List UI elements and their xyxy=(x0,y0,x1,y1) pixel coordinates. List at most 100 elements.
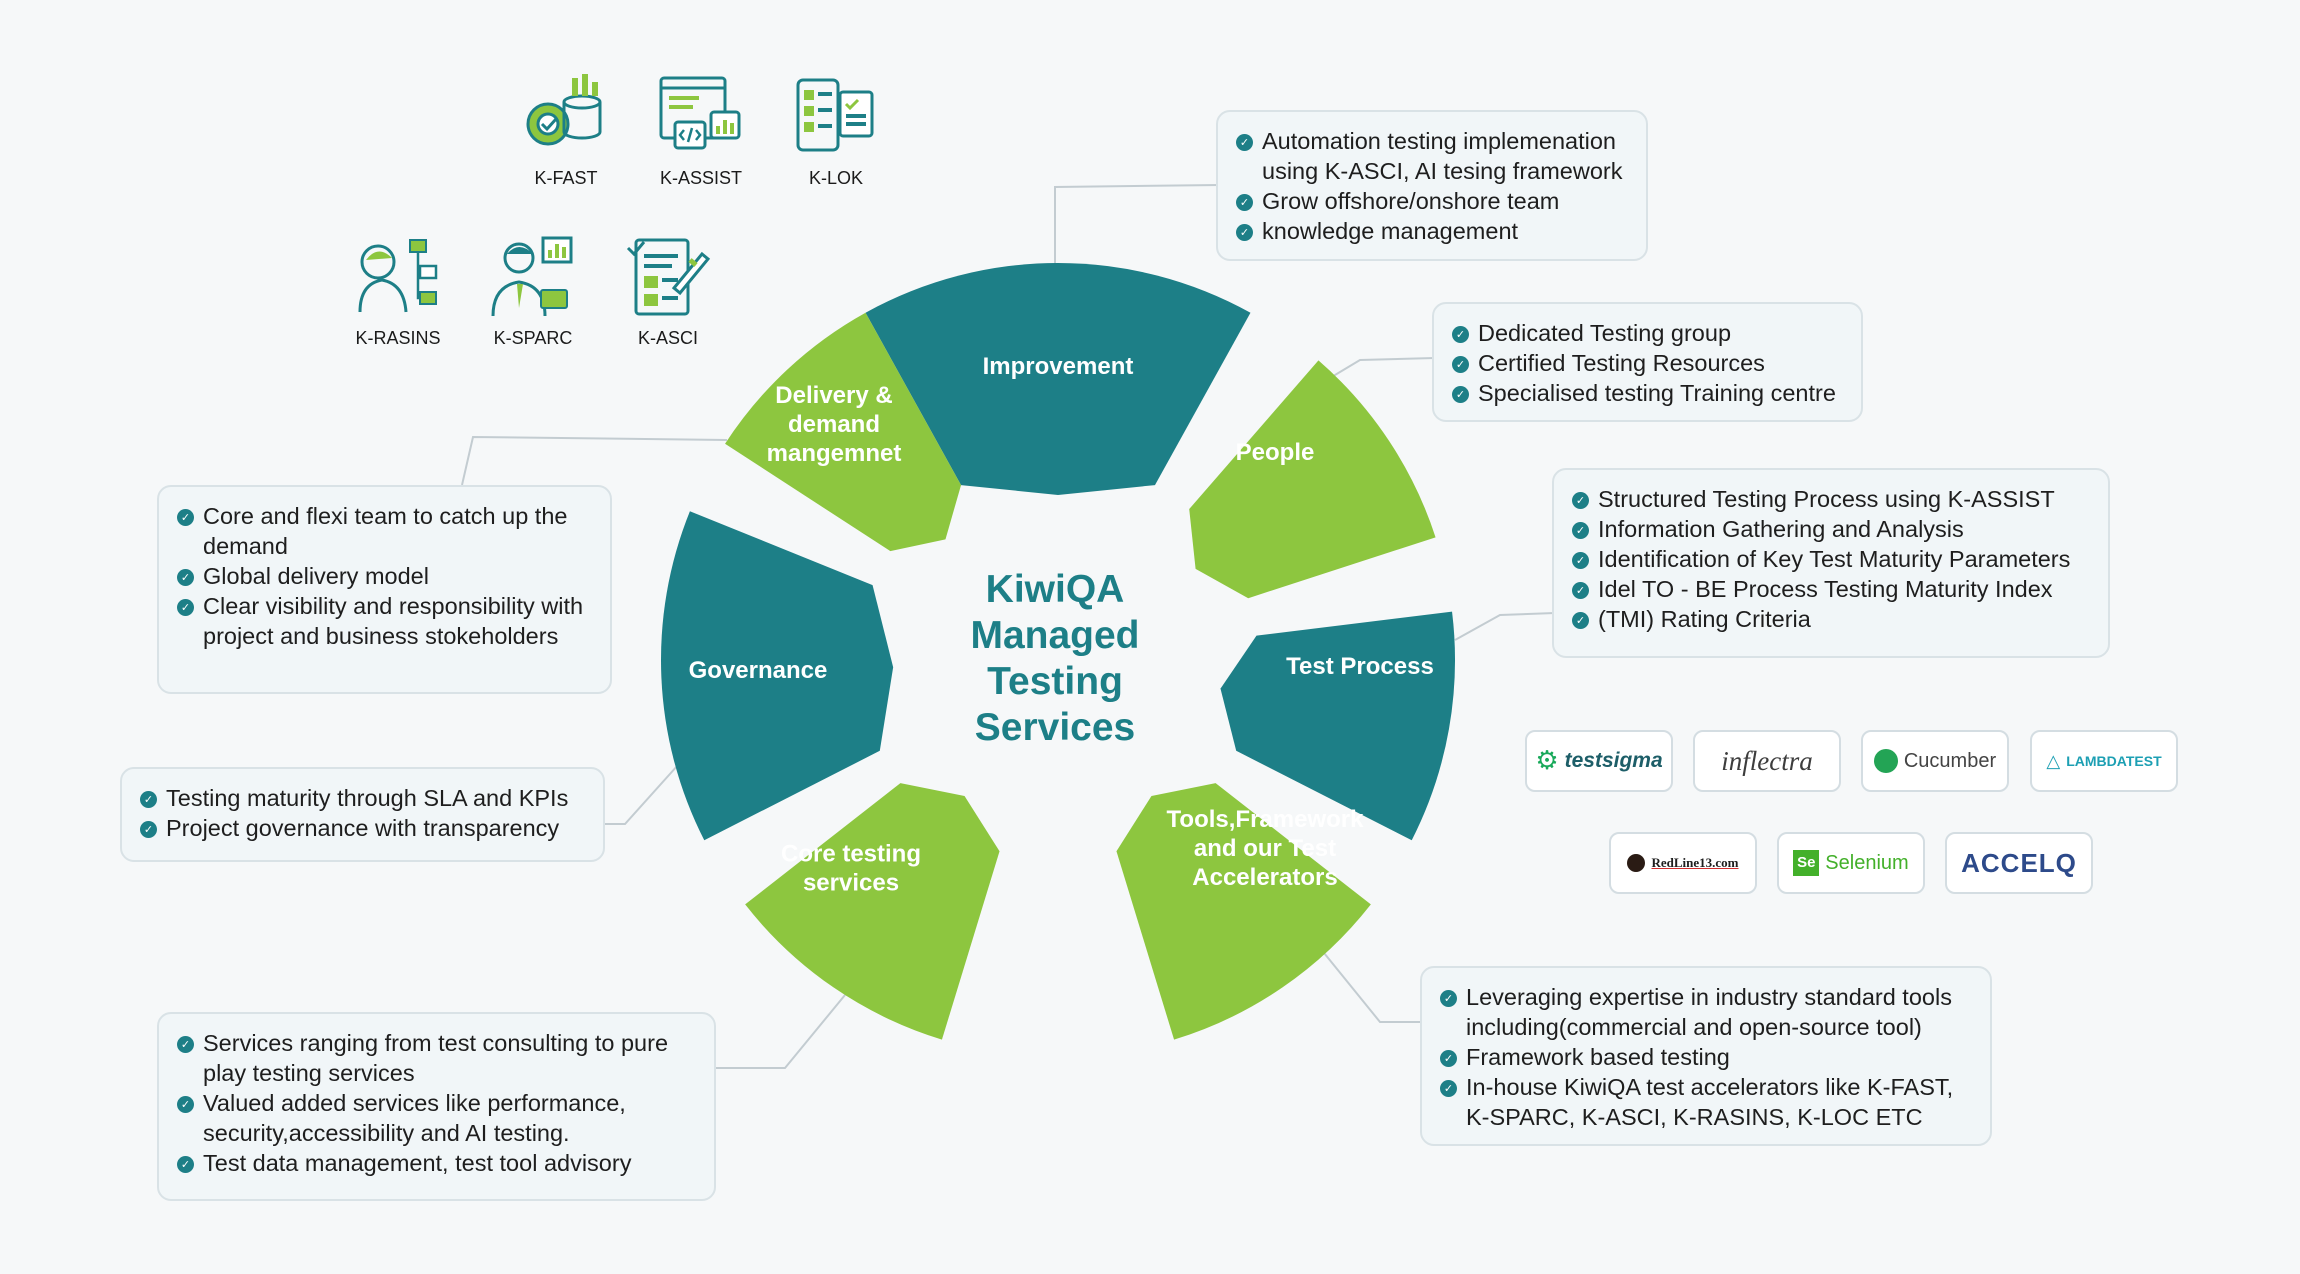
center-title-line-4: Services xyxy=(975,706,1135,749)
mobile-checklist-icon xyxy=(796,78,874,152)
segment-label-tools: Accelerators xyxy=(1192,864,1337,891)
lambdatest-icon: △ xyxy=(2046,750,2061,772)
segment-label-people: People xyxy=(1236,439,1315,466)
segment-delivery xyxy=(725,312,962,552)
logo-testsigma: ⚙ testsigma xyxy=(1525,730,1673,792)
list-item: Valued added services like performance, … xyxy=(177,1088,696,1148)
segment-label-governance: Governance xyxy=(689,657,828,684)
connector-core-testing xyxy=(715,994,846,1069)
connector-delivery xyxy=(461,435,728,486)
tool-label-k-assist: K-ASSIST xyxy=(659,168,743,188)
logo-lambdatest: △ LAMBDATEST xyxy=(2030,730,2178,792)
list-item: Project governance with transparency xyxy=(140,813,585,843)
businessman-chart-icon xyxy=(491,236,573,317)
tool-label-k-fast: K-FAST xyxy=(534,168,598,188)
logo-text: RedLine13.com xyxy=(1651,855,1739,870)
logo-text: LAMBDATEST xyxy=(2066,753,2162,769)
tool-label-k-rasins: K-RASINS xyxy=(355,328,441,348)
list-item: Structured Testing Process using K-ASSIS… xyxy=(1572,484,2090,514)
list-item: Automation testing implemenation using K… xyxy=(1236,126,1628,186)
list-item: Test data management, test tool advisory xyxy=(177,1148,696,1178)
segment-label-core-testing: Core testing xyxy=(781,841,921,868)
logo-text: testsigma xyxy=(1564,749,1663,772)
segment-label-delivery: mangemnet xyxy=(767,440,902,467)
core-testing-list: Services ranging from test consulting to… xyxy=(177,1028,696,1178)
segment-tools xyxy=(1116,783,1371,1040)
list-item: knowledge management xyxy=(1236,216,1628,246)
connector-tools xyxy=(1319,947,1422,1023)
logo-accelq: ACCELQ xyxy=(1945,832,2093,894)
list-item: Specialised testing Training centre xyxy=(1452,378,1843,408)
cucumber-icon xyxy=(1873,749,1898,773)
improvement-list: Automation testing implemenation using K… xyxy=(1236,126,1628,246)
test-process-box: Structured Testing Process using K-ASSIS… xyxy=(1552,468,2110,658)
list-item: Services ranging from test consulting to… xyxy=(177,1028,696,1088)
segment-label-tools: and our Test xyxy=(1194,835,1336,862)
center-title-line-1: KiwiQA xyxy=(986,568,1125,611)
segment-people xyxy=(1189,360,1436,599)
center-title-line-2: Managed xyxy=(970,614,1139,657)
center-title-line-3: Testing xyxy=(987,660,1123,703)
list-item: Certified Testing Resources xyxy=(1452,348,1843,378)
connector-people xyxy=(1329,357,1436,379)
people-box: Dedicated Testing group Certified Testin… xyxy=(1432,302,1863,422)
logo-redline13: RedLine13.com xyxy=(1609,832,1757,894)
segment-label-core-testing: services xyxy=(803,870,899,897)
segment-label-improvement: Improvement xyxy=(983,353,1134,380)
segment-test-process xyxy=(1220,611,1455,841)
improvement-box: Automation testing implemenation using K… xyxy=(1216,110,1648,261)
code-window-icon xyxy=(659,76,741,150)
connector-governance xyxy=(605,764,679,825)
list-item: Clear visibility and responsibility with… xyxy=(177,591,592,651)
segment-governance xyxy=(660,511,894,841)
list-item: Grow offshore/onshore team xyxy=(1236,186,1628,216)
connectors xyxy=(461,184,1556,1069)
list-item: Idel TO - BE Process Testing Maturity In… xyxy=(1572,574,2090,604)
redline13-badge-icon xyxy=(1627,854,1646,872)
tools-list: Leveraging expertise in industry standar… xyxy=(1440,982,1972,1132)
list-item: Framework based testing xyxy=(1440,1042,1972,1072)
core-testing-box: Services ranging from test consulting to… xyxy=(157,1012,716,1201)
logo-text: Cucumber xyxy=(1903,749,1997,772)
segment-label-tools: Tools,Framework xyxy=(1167,806,1365,833)
list-item: Information Gathering and Analysis xyxy=(1572,514,2090,544)
segment-improvement xyxy=(865,263,1251,495)
list-item: Dedicated Testing group xyxy=(1452,318,1843,348)
selenium-se-icon: Se xyxy=(1793,850,1820,876)
people-list: Dedicated Testing group Certified Testin… xyxy=(1452,318,1843,408)
test-process-list: Structured Testing Process using K-ASSIS… xyxy=(1572,484,2090,634)
logo-inflectra: inflectra xyxy=(1693,730,1841,792)
segment-core-testing xyxy=(745,783,1000,1040)
document-pencil-icon xyxy=(626,238,711,316)
list-item: Leveraging expertise in industry standar… xyxy=(1440,982,1972,1042)
tools-box: Leveraging expertise in industry standar… xyxy=(1420,966,1992,1146)
list-item: Identification of Key Test Maturity Para… xyxy=(1572,544,2090,574)
person-flowchart-icon xyxy=(358,239,438,313)
segment-label-test-process: Test Process xyxy=(1286,653,1434,680)
logo-cucumber: Cucumber xyxy=(1861,730,2009,792)
center-title: KiwiQA Managed Testing Services xyxy=(970,568,1139,749)
logo-text: Selenium xyxy=(1825,851,1909,874)
list-item: (TMI) Rating Criteria xyxy=(1572,604,2090,634)
list-item: Core and flexi team to catch up the dema… xyxy=(177,501,592,561)
connector-test-process xyxy=(1454,612,1556,641)
governance-list: Testing maturity through SLA and KPIs Pr… xyxy=(140,783,585,843)
delivery-list: Core and flexi team to catch up the dema… xyxy=(177,501,592,651)
connector-improvement xyxy=(1054,184,1221,265)
logo-text: inflectra xyxy=(1721,745,1813,776)
gear-database-icon xyxy=(526,74,602,146)
tool-label-k-lok: K-LOK xyxy=(808,168,864,188)
list-item: In-house KiwiQA test accelerators like K… xyxy=(1440,1072,1972,1132)
logo-selenium: Se Selenium xyxy=(1777,832,1925,894)
delivery-box: Core and flexi team to catch up the dema… xyxy=(157,485,612,694)
segment-label-delivery: Delivery & xyxy=(775,382,892,409)
tool-label-k-asci: K-ASCI xyxy=(637,328,698,348)
list-item: Global delivery model xyxy=(177,561,592,591)
governance-box: Testing maturity through SLA and KPIs Pr… xyxy=(120,767,605,862)
tool-label-k-sparc: K-SPARC xyxy=(493,328,573,348)
segment-label-delivery: demand xyxy=(788,411,880,438)
list-item: Testing maturity through SLA and KPIs xyxy=(140,783,585,813)
logo-text: ACCELQ xyxy=(1961,847,2077,878)
